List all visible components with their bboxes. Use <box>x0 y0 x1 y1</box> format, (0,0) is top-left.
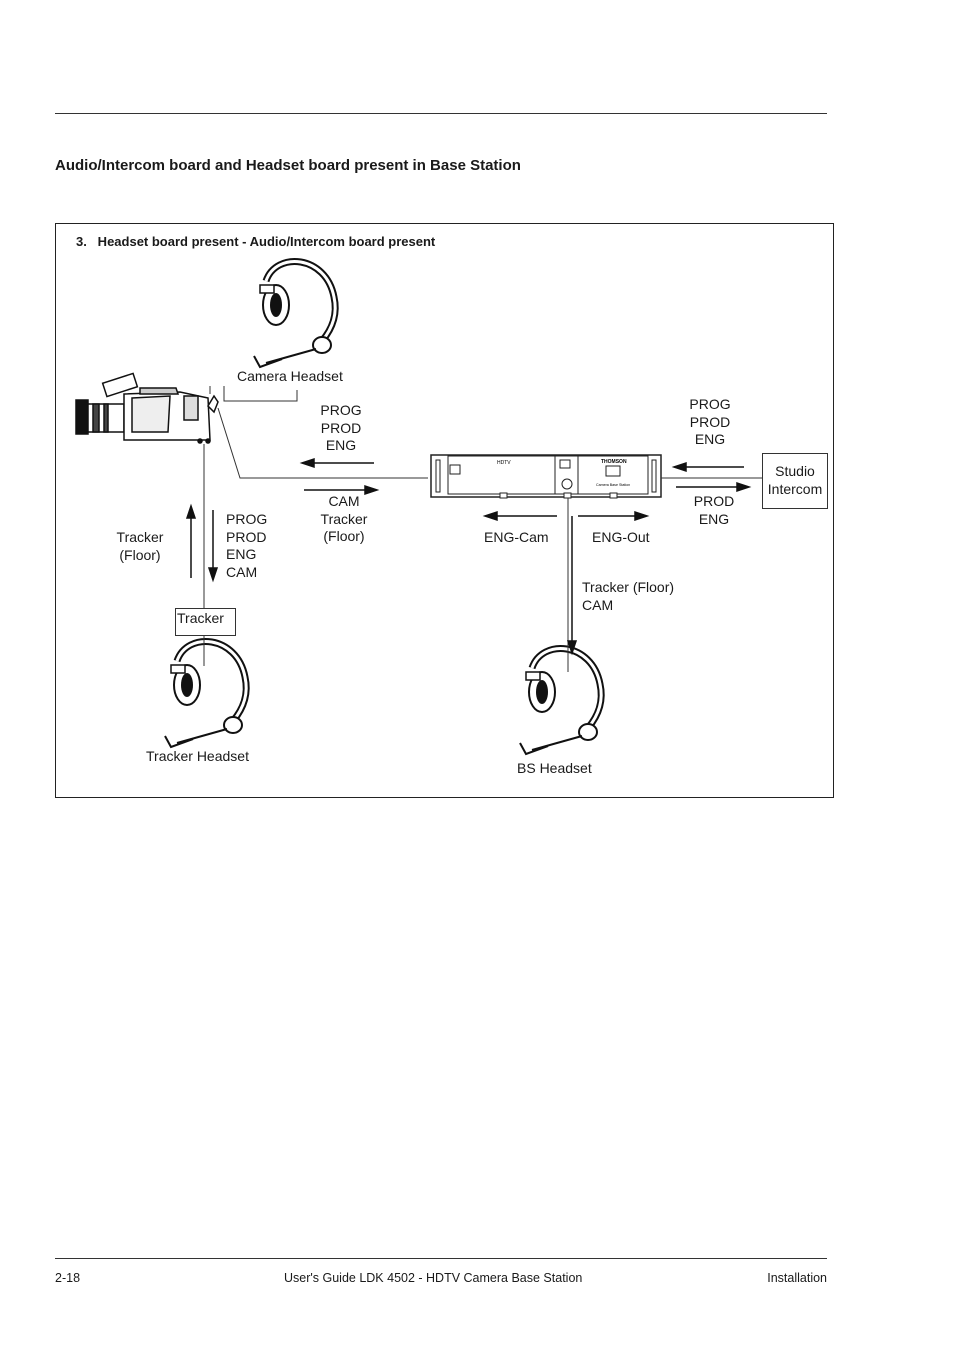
eng-out-label: ENG-Out <box>592 529 650 545</box>
tracker-headset-label: Tracker Headset <box>146 748 249 764</box>
studio-incoming-signals: PROG PROD ENG <box>689 396 731 447</box>
bottom-rule <box>55 1258 827 1259</box>
section-name: Installation <box>767 1271 827 1285</box>
tracker-box <box>175 608 236 636</box>
tracker-box-label: Tracker <box>177 610 224 626</box>
camera-icon <box>75 372 219 444</box>
bs-headset-label: BS Headset <box>517 760 592 776</box>
eng-cam-label: ENG-Cam <box>484 529 549 545</box>
signal-arrows <box>185 457 752 656</box>
tracker-up-signals: Tracker (Floor) <box>116 529 164 563</box>
camera-outgoing-signals: CAM Tracker (Floor) <box>320 493 368 544</box>
camera-headset-label: Camera Headset <box>237 368 343 384</box>
bs-headset-icon <box>520 648 601 754</box>
device-caption-text: Camera Base Station <box>596 483 630 487</box>
device-brand-text: THOMSON <box>601 459 627 465</box>
document-title: User's Guide LDK 4502 - HDTV Camera Base… <box>284 1271 583 1285</box>
base-station-device: HDTV THOMSON Camera Base Station <box>430 454 662 499</box>
studio-outgoing-signals: PROD ENG <box>693 493 735 527</box>
section-heading: Audio/Intercom board and Headset board p… <box>55 157 521 174</box>
camera-headset-icon <box>254 261 335 367</box>
tracker-down-signals: PROG PROD ENG CAM <box>226 511 268 580</box>
camera-incoming-signals: PROG PROD ENG <box>320 402 362 453</box>
top-rule <box>55 113 827 114</box>
bs-feed-signals: Tracker (Floor) CAM <box>582 579 675 613</box>
figure-title: 3. Headset board present - Audio/Interco… <box>76 234 436 249</box>
figure-frame <box>55 223 834 798</box>
page-number: 2-18 <box>55 1271 81 1285</box>
studio-intercom-label: Studio Intercom <box>767 463 823 497</box>
device-model-text: HDTV <box>497 460 511 466</box>
tracker-headset-icon <box>165 641 246 747</box>
studio-intercom-box <box>762 453 828 509</box>
